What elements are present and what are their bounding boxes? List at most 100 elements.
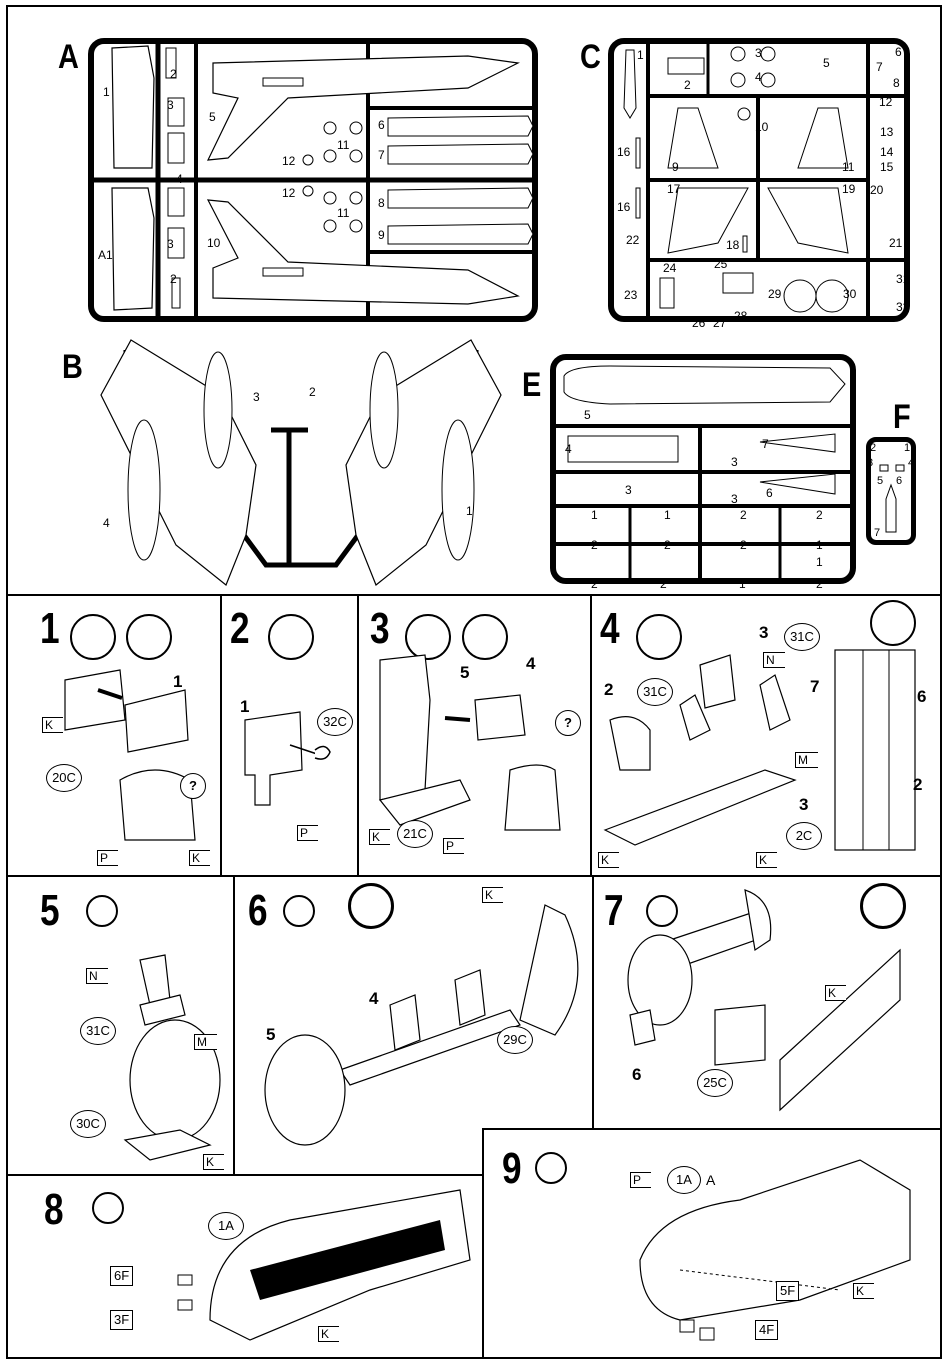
part-label: A	[706, 1172, 716, 1188]
part-label: 6	[378, 118, 385, 132]
instruction-sheet-frame	[6, 5, 942, 1359]
part-label: 2	[816, 508, 823, 522]
step-1-diagram	[64, 669, 196, 841]
part-label: 1	[816, 555, 823, 569]
part-label: 3	[759, 623, 769, 642]
paint-brush-icon	[126, 614, 172, 660]
part-label: 28	[734, 309, 748, 323]
part-label: 5	[584, 408, 591, 422]
part-label: 3	[167, 237, 174, 251]
part-label: 12	[282, 154, 296, 168]
part-label: 23	[624, 288, 638, 302]
part-label: 2	[664, 538, 671, 552]
part-label: 16	[617, 145, 631, 159]
part-label: 31	[896, 272, 910, 286]
part-label: 3	[755, 46, 762, 60]
part-label: 2	[740, 508, 747, 522]
step-5-diagram	[123, 954, 221, 1161]
sprue-letter-f: F	[893, 398, 911, 436]
part-label: 17	[667, 182, 681, 196]
part-label: 10	[755, 120, 769, 134]
sprue-letter-e: E	[522, 366, 542, 404]
sprue-e-parts	[550, 365, 856, 584]
tag-label: N	[763, 652, 785, 668]
part-label: 4	[526, 654, 536, 673]
tag-label: P	[443, 838, 465, 854]
part-label: 2	[816, 577, 823, 591]
tag-label: K	[853, 1283, 875, 1299]
part-label: 1	[904, 442, 911, 454]
part-label: 7	[874, 527, 881, 539]
part-label: 1	[240, 697, 250, 716]
part-label: 3	[867, 457, 874, 469]
part-label: 11	[842, 160, 855, 174]
part-label: 2	[604, 680, 614, 699]
part-box-label: 3F	[110, 1310, 134, 1330]
part-label: 4	[176, 172, 183, 186]
step-9-diagram	[639, 1159, 911, 1341]
part-label: 2	[170, 272, 177, 286]
glue-tube-icon	[636, 614, 682, 660]
question-callout: ?	[555, 710, 581, 736]
part-label: A1	[98, 248, 113, 262]
part-label: 29	[768, 287, 782, 301]
part-label: 2	[170, 67, 177, 81]
part-label: 20	[870, 183, 884, 197]
step-number: 5	[40, 886, 60, 935]
part-callout: 29C	[497, 1026, 533, 1054]
part-label: 27	[713, 316, 727, 330]
tag-label: K	[318, 1326, 340, 1342]
glue-tube-icon	[86, 895, 118, 927]
part-label: 1	[637, 48, 644, 62]
part-label: 5	[209, 110, 216, 124]
part-label: 7	[810, 677, 820, 696]
question-callout: ?	[180, 773, 206, 799]
part-label: 6	[632, 1065, 642, 1084]
part-callout: 25C	[697, 1069, 733, 1097]
part-callout: 2C	[786, 822, 822, 850]
step-8-diagram	[177, 1189, 471, 1341]
part-label: 3	[731, 492, 738, 506]
part-label: 24	[663, 261, 677, 275]
part-label: 3	[167, 98, 174, 112]
glue-tube-icon	[283, 895, 315, 927]
step-4-diagram	[603, 649, 916, 851]
glue-tube-icon	[405, 614, 451, 660]
step-number: 1	[40, 604, 60, 653]
part-label: 7	[378, 148, 385, 162]
divider	[482, 1128, 942, 1130]
part-box-label: 6F	[110, 1266, 134, 1286]
step-7-diagram	[627, 889, 901, 1112]
part-label: 12	[282, 186, 296, 200]
divider	[220, 594, 222, 875]
sprue-e-frame	[550, 354, 856, 584]
part-label: 11	[337, 138, 350, 152]
sprue-letter-a: A	[58, 38, 79, 76]
part-label: 15	[880, 160, 894, 174]
divider	[233, 875, 235, 1175]
part-label: 1	[739, 577, 746, 591]
part-label: 16	[617, 200, 631, 214]
step-number: 2	[230, 604, 250, 653]
part-label: 7	[762, 437, 769, 451]
glue-tube-icon	[70, 614, 116, 660]
tag-label: M	[194, 1034, 217, 1050]
part-label: 18	[726, 238, 740, 252]
part-label: 3	[625, 483, 632, 497]
part-label: 2	[660, 577, 667, 591]
part-label: 2	[591, 538, 598, 552]
step-2-diagram	[244, 711, 331, 806]
tag-label: K	[756, 852, 778, 868]
tag-label: P	[97, 850, 119, 866]
step-number: 9	[502, 1144, 522, 1193]
part-label: 8	[893, 76, 900, 90]
tag-label: K	[369, 829, 391, 845]
part-label: 1	[103, 85, 110, 99]
part-label: 6	[766, 486, 773, 500]
part-label: 14	[880, 145, 894, 159]
tag-label: K	[42, 717, 64, 733]
divider	[592, 875, 594, 1130]
part-label: 22	[626, 233, 640, 247]
part-callout: 21C	[397, 820, 433, 848]
sprue-letter-c: C	[580, 38, 601, 76]
